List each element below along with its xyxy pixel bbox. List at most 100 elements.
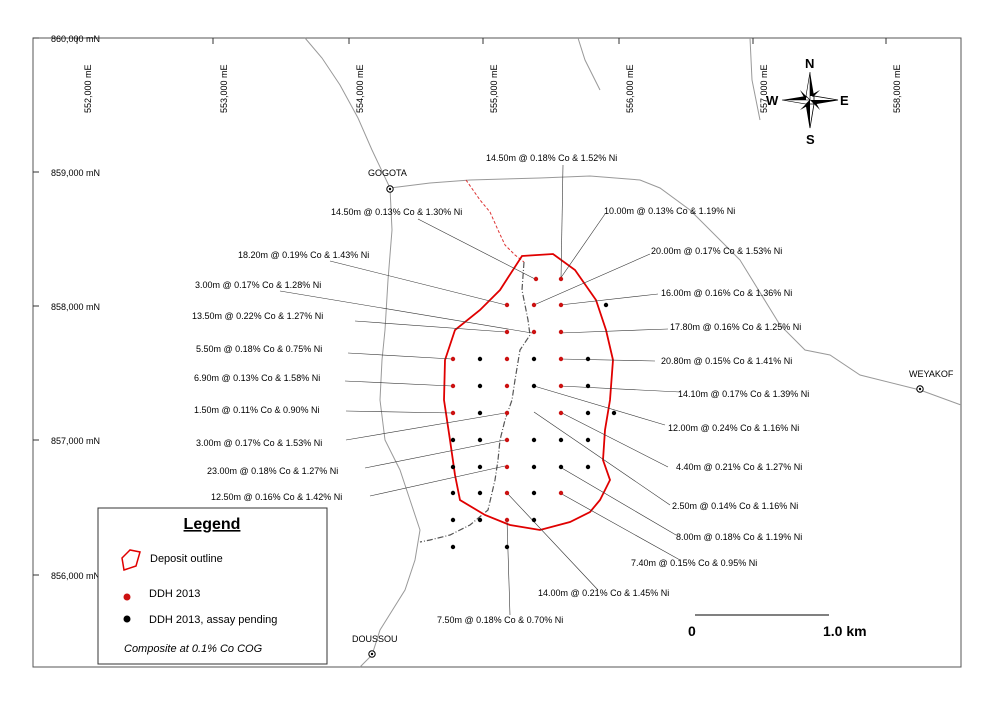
- easting-label: 555,000 mE: [489, 64, 499, 113]
- easting-label: 552,000 mE: [83, 64, 93, 113]
- boundary-line: [419, 261, 531, 543]
- intercept-label: 7.40m @ 0.15% Co & 0.95% Ni: [631, 558, 757, 568]
- legend-deposit-label: Deposit outline: [150, 553, 223, 565]
- ddh-hole: [558, 383, 564, 389]
- intercept-label: 2.50m @ 0.14% Co & 1.16% Ni: [672, 501, 798, 511]
- leader-lines: [279, 164, 681, 616]
- intercept-label: 12.00m @ 0.24% Co & 1.16% Ni: [668, 423, 799, 433]
- ddh-hole: [504, 437, 510, 443]
- ddh-hole: [450, 383, 456, 389]
- ddh-pending-hole: [477, 356, 483, 362]
- ddh-pending-hole: [450, 544, 456, 550]
- easting-ticks: [76, 38, 887, 44]
- red-boundary: [465, 179, 525, 263]
- ddh-pending-hole: [558, 464, 564, 470]
- legend-title: Legend: [184, 516, 241, 533]
- deposit-outline: [443, 253, 614, 531]
- northing-label: 860,000 mN: [51, 34, 100, 44]
- northing-label: 858,000 mN: [51, 302, 100, 312]
- ddh-hole: [450, 356, 456, 362]
- ddh-hole: [504, 302, 510, 308]
- scale-label: 1.0 km: [823, 623, 867, 639]
- ddh-hole: [504, 410, 510, 416]
- ddh-hole: [558, 410, 564, 416]
- intercept-label: 14.50m @ 0.13% Co & 1.30% Ni: [331, 207, 462, 217]
- intercept-label: 3.00m @ 0.17% Co & 1.53% Ni: [196, 438, 322, 448]
- ddh-hole: [558, 490, 564, 496]
- ddh-pending-hole: [531, 517, 537, 523]
- intercept-label: 6.90m @ 0.13% Co & 1.58% Ni: [194, 373, 320, 383]
- intercept-label: 20.80m @ 0.15% Co & 1.41% Ni: [661, 356, 792, 366]
- ddh-pending-hole: [558, 437, 564, 443]
- intercept-label: 20.00m @ 0.17% Co & 1.53% Ni: [651, 246, 782, 256]
- legend-note: Composite at 0.1% Co COG: [124, 643, 263, 655]
- ddh-hole: [531, 302, 537, 308]
- ddh-pending-hole: [585, 464, 591, 470]
- legend-pending-symbol: [123, 615, 131, 623]
- ddh-pending-holes: [450, 302, 617, 550]
- ddh-hole: [558, 302, 564, 308]
- village-label-doussou: DOUSSOU: [352, 634, 398, 644]
- ddh-hole: [504, 464, 510, 470]
- intercept-label: 8.00m @ 0.18% Co & 1.19% Ni: [676, 532, 802, 542]
- northing-label: 856,000 mN: [51, 571, 100, 581]
- ddh-hole: [504, 490, 510, 496]
- legend-deposit-symbol: [121, 549, 141, 571]
- ddh-pending-hole: [585, 356, 591, 362]
- intercept-label: 23.00m @ 0.18% Co & 1.27% Ni: [207, 466, 338, 476]
- ddh-hole: [504, 356, 510, 362]
- ddh-hole: [531, 329, 537, 335]
- intercept-label: 1.50m @ 0.11% Co & 0.90% Ni: [194, 405, 320, 415]
- compass-rose: N S E W: [766, 56, 849, 147]
- intercept-label: 18.20m @ 0.19% Co & 1.43% Ni: [238, 250, 369, 260]
- compass-s: S: [806, 132, 815, 147]
- legend-ddh-symbol: [123, 593, 131, 601]
- intercept-label: 10.00m @ 0.13% Co & 1.19% Ni: [604, 206, 735, 216]
- legend-box: [97, 507, 328, 665]
- ddh-hole: [558, 276, 564, 282]
- ddh-pending-hole: [603, 302, 609, 308]
- ddh-pending-hole: [477, 383, 483, 389]
- ddh-pending-hole: [450, 464, 456, 470]
- intercept-label: 3.00m @ 0.17% Co & 1.28% Ni: [195, 280, 321, 290]
- intercept-label: 16.00m @ 0.16% Co & 1.36% Ni: [661, 288, 792, 298]
- ddh-pending-hole: [450, 490, 456, 496]
- legend: Legend Deposit outline DDH 2013 DDH 2013…: [97, 507, 328, 665]
- intercept-label: 12.50m @ 0.16% Co & 1.42% Ni: [211, 492, 342, 502]
- ddh-pending-hole: [477, 464, 483, 470]
- compass-n: N: [805, 56, 814, 71]
- intercept-label: 7.50m @ 0.18% Co & 0.70% Ni: [437, 615, 563, 625]
- ddh-pending-hole: [585, 437, 591, 443]
- ddh-hole: [504, 517, 510, 523]
- ddh-pending-hole: [531, 464, 537, 470]
- ddh-pending-hole: [450, 437, 456, 443]
- ddh-pending-hole: [611, 410, 617, 416]
- ddh-hole: [450, 410, 456, 416]
- easting-label: 557,000 mE: [759, 64, 769, 113]
- ddh-pending-hole: [477, 517, 483, 523]
- ddh-pending-hole: [450, 517, 456, 523]
- ddh-pending-hole: [477, 490, 483, 496]
- northing-label: 859,000 mN: [51, 168, 100, 178]
- legend-ddh-label: DDH 2013: [149, 588, 200, 600]
- easting-label: 553,000 mE: [219, 64, 229, 113]
- legend-pending-label: DDH 2013, assay pending: [149, 614, 277, 626]
- ddh-hole: [504, 383, 510, 389]
- ddh-pending-hole: [477, 410, 483, 416]
- compass-w: W: [766, 93, 779, 108]
- northing-label: 857,000 mN: [51, 436, 100, 446]
- ddh-hole: [558, 329, 564, 335]
- easting-label: 558,000 mE: [892, 64, 902, 113]
- ddh-pending-hole: [531, 490, 537, 496]
- scale-bar: 0 1.0 km: [688, 614, 867, 639]
- intercept-label: 17.80m @ 0.16% Co & 1.25% Ni: [670, 322, 801, 332]
- intercept-label: 14.00m @ 0.21% Co & 1.45% Ni: [538, 588, 669, 598]
- ddh-hole: [558, 356, 564, 362]
- village-label-gogota: GOGOTA: [368, 168, 407, 178]
- ddh-holes: [450, 276, 564, 523]
- easting-label: 554,000 mE: [355, 64, 365, 113]
- northing-ticks: [33, 37, 39, 576]
- scale-zero: 0: [688, 623, 696, 639]
- ddh-pending-hole: [531, 437, 537, 443]
